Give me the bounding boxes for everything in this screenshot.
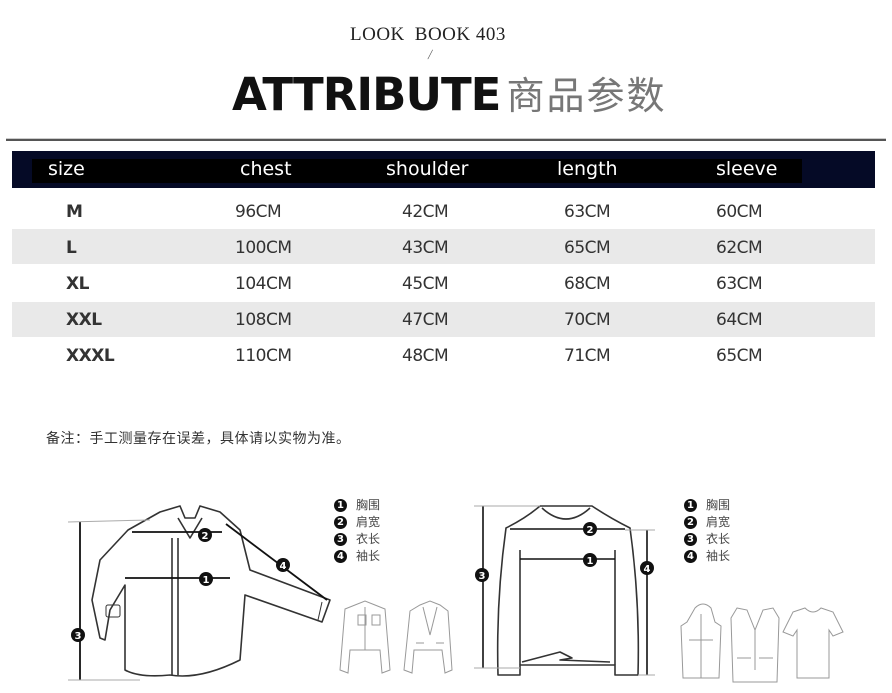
legend-item: 1 胸围 xyxy=(684,497,730,514)
cell-chest: 110CM xyxy=(235,346,292,366)
column-header-chest: chest xyxy=(240,158,292,180)
shirt-legend: 1 胸围 2 肩宽 3 衣长 4 袖长 xyxy=(334,497,380,565)
number-3-icon: 3 xyxy=(684,533,697,546)
column-header-size: size xyxy=(48,158,85,180)
marker-2-label: 2 xyxy=(587,525,594,536)
marker-3-icon xyxy=(71,628,85,642)
number-4-icon: 4 xyxy=(334,550,347,563)
legend-label: 胸围 xyxy=(356,498,381,512)
number-3-icon: 3 xyxy=(334,533,347,546)
marker-2-icon xyxy=(198,528,212,542)
marker-2-icon xyxy=(583,522,597,536)
number-1-icon: 1 xyxy=(684,499,697,512)
sweater-measurement-diagram: 2 1 3 4 xyxy=(474,505,655,676)
cell-sleeve: 65CM xyxy=(716,346,763,366)
marker-4-label: 4 xyxy=(644,564,651,575)
title-english: ATTRIBUTE xyxy=(232,68,501,121)
column-header-length: length xyxy=(557,158,618,180)
column-header-sleeve: sleeve xyxy=(716,158,778,180)
cell-chest: 108CM xyxy=(235,310,292,330)
jacket-icons xyxy=(339,600,453,674)
number-2-icon: 2 xyxy=(334,516,347,529)
legend-item: 4 袖长 xyxy=(334,548,380,565)
lookbook-label: LOOK BOOK 403 xyxy=(350,24,506,46)
t-shirt-icon xyxy=(782,607,844,679)
number-1-icon: 1 xyxy=(334,499,347,512)
header-divider xyxy=(6,138,886,141)
legend-label: 胸围 xyxy=(706,498,731,512)
shirt-measurement-diagram: 2 1 3 4 xyxy=(67,505,331,681)
sweater-markers: 2 1 3 4 xyxy=(475,522,654,582)
cell-length: 70CM xyxy=(564,310,611,330)
cell-size: XXL xyxy=(66,310,102,330)
cell-sleeve: 62CM xyxy=(716,238,763,258)
cell-size: XL xyxy=(66,274,89,294)
marker-1-label: 1 xyxy=(587,556,594,567)
table-row xyxy=(12,302,875,337)
marker-4-label: 4 xyxy=(280,561,287,572)
cell-length: 65CM xyxy=(564,238,611,258)
column-header-shoulder: shoulder xyxy=(386,158,469,180)
sweater-legend: 1 胸围 2 肩宽 3 衣长 4 袖长 xyxy=(684,497,730,565)
cell-chest: 100CM xyxy=(235,238,292,258)
cell-sleeve: 60CM xyxy=(716,202,763,222)
marker-3-icon xyxy=(475,568,489,582)
marker-1-icon xyxy=(583,553,597,567)
number-2-icon: 2 xyxy=(684,516,697,529)
marker-3-label: 3 xyxy=(479,571,486,582)
marker-1-icon xyxy=(199,572,213,586)
cell-shoulder: 42CM xyxy=(402,202,449,222)
cell-chest: 96CM xyxy=(235,202,282,222)
marker-4-icon xyxy=(276,558,290,572)
page-title: ATTRIBUTE 商品参数 xyxy=(232,68,666,120)
legend-label: 衣长 xyxy=(356,532,381,546)
garment-icons xyxy=(680,603,844,683)
table-row xyxy=(12,229,875,264)
cardigan-icon xyxy=(730,607,780,683)
blazer-icon xyxy=(403,600,453,674)
cell-length: 71CM xyxy=(564,346,611,366)
decorative-slash: / xyxy=(426,48,434,63)
marker-1-label: 1 xyxy=(203,575,210,586)
cell-shoulder: 45CM xyxy=(402,274,449,294)
cell-shoulder: 48CM xyxy=(402,346,449,366)
marker-3-label: 3 xyxy=(75,631,82,642)
cell-shoulder: 43CM xyxy=(402,238,449,258)
legend-item: 2 肩宽 xyxy=(334,514,380,531)
legend-label: 肩宽 xyxy=(706,515,731,529)
cell-size: M xyxy=(66,202,83,222)
legend-item: 3 衣长 xyxy=(684,531,730,548)
title-chinese: 商品参数 xyxy=(506,74,667,118)
legend-item: 1 胸围 xyxy=(334,497,380,514)
denim-jacket-icon xyxy=(339,600,391,674)
cell-chest: 104CM xyxy=(235,274,292,294)
size-table-header xyxy=(12,151,875,188)
header-inner-band xyxy=(32,159,802,183)
lookbook-right: BOOK 403 xyxy=(414,24,506,45)
legend-label: 衣长 xyxy=(706,532,731,546)
hoodie-icon xyxy=(680,603,722,679)
legend-label: 肩宽 xyxy=(356,515,381,529)
lookbook-left: LOOK xyxy=(350,24,405,45)
legend-item: 2 肩宽 xyxy=(684,514,730,531)
cell-sleeve: 64CM xyxy=(716,310,763,330)
legend-item: 3 衣长 xyxy=(334,531,380,548)
cell-shoulder: 47CM xyxy=(402,310,449,330)
measurement-note: 备注：手工测量存在误差，具体请以实物为准。 xyxy=(46,431,351,447)
legend-label: 袖长 xyxy=(706,549,731,563)
cell-size: XXXL xyxy=(66,346,115,366)
number-4-icon: 4 xyxy=(684,550,697,563)
cell-size: L xyxy=(66,238,77,258)
shirt-markers: 2 1 3 4 xyxy=(71,528,290,642)
cell-length: 68CM xyxy=(564,274,611,294)
cell-length: 63CM xyxy=(564,202,611,222)
marker-4-icon xyxy=(640,561,654,575)
cell-sleeve: 63CM xyxy=(716,274,763,294)
marker-2-label: 2 xyxy=(202,531,209,542)
legend-item: 4 袖长 xyxy=(684,548,730,565)
legend-label: 袖长 xyxy=(356,549,381,563)
